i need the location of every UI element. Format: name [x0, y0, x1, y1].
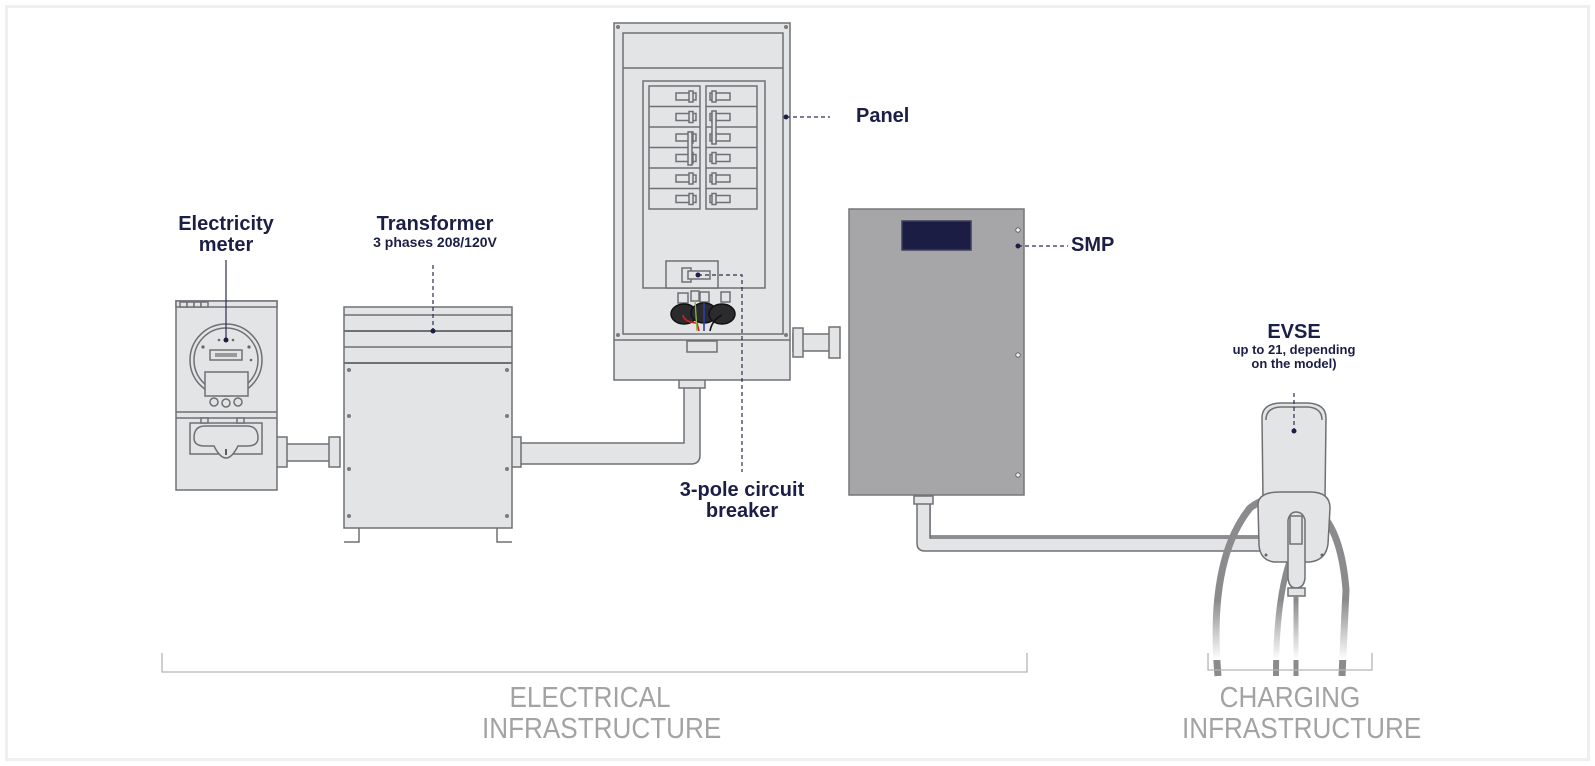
breaker-switch: [675, 112, 697, 122]
label-evse: EVSE up to 21, depending on the model): [1214, 322, 1374, 370]
breaker-tie-bar: [711, 110, 717, 145]
group-label-charging-infrastructure: CHARGING INFRASTRUCTURE: [1182, 682, 1422, 746]
cable-fade: [1205, 600, 1355, 660]
breaker-handle: [711, 90, 717, 103]
evse-charger: [1212, 402, 1350, 677]
breaker-switch: [709, 92, 731, 101]
breaker-switch: [709, 194, 731, 204]
breaker-switch: [675, 174, 697, 183]
callout-lines: [225, 116, 1295, 472]
smp-unit: [848, 208, 1025, 496]
breaker-switch: [709, 133, 731, 142]
evse-subtitle-line1: up to 21, depending: [1232, 342, 1356, 357]
transformer-title: Transformer: [376, 213, 494, 235]
transformer: [343, 306, 513, 543]
breaker-grid: [648, 85, 758, 210]
breaker-switch: [675, 194, 697, 204]
breaker-switch: [709, 174, 731, 183]
dot-meter: [223, 337, 229, 343]
electrical-panel: [613, 22, 791, 381]
label-smp: SMP: [1071, 234, 1115, 256]
breaker-handle: [688, 90, 694, 103]
bracket-charging: [1207, 653, 1373, 671]
conduit-meter-transformer: [275, 436, 341, 468]
group-label-electrical-infrastructure: ELECTRICAL INFRASTRUCTURE: [482, 682, 722, 746]
dot-panel: [783, 114, 789, 120]
transformer-subtitle: 3 phases 208/120V: [373, 234, 497, 250]
meter-title-line2: meter: [198, 234, 254, 256]
charging-group-line2: INFRASTRUCTURE: [1182, 713, 1422, 746]
charging-group-line1: CHARGING: [1219, 682, 1361, 714]
breaker-handle: [688, 110, 694, 124]
terminal-block: [670, 290, 736, 332]
label-panel: Panel: [856, 105, 910, 127]
electricity-meter: [175, 300, 278, 491]
breaker-handle: [688, 172, 694, 185]
conduit-smp-evse: [913, 495, 1263, 552]
label-3-pole-breaker: 3-pole circuit breaker: [672, 480, 812, 522]
label-transformer: Transformer 3 phases 208/120V: [350, 214, 520, 250]
dot-smp: [1015, 243, 1021, 249]
breaker-handle: [688, 192, 694, 206]
breaker-tie-bar: [687, 131, 693, 166]
meter-title-line1: Electricity: [178, 213, 274, 235]
conduit-transformer-panel: [508, 377, 706, 468]
breaker-switch: [675, 153, 697, 163]
breaker-title-line1: 3-pole circuit: [679, 479, 805, 501]
bracket-electrical: [161, 653, 1028, 673]
breaker-handle: [711, 192, 717, 206]
dot-transformer: [430, 328, 436, 334]
breaker-title-line2: breaker: [705, 500, 779, 522]
label-electricity-meter: Electricity meter: [160, 214, 292, 256]
breaker-switch: [709, 112, 731, 122]
leader-breaker: [698, 274, 743, 472]
breaker-handle: [711, 151, 717, 165]
electrical-group-line2: INFRASTRUCTURE: [482, 713, 722, 746]
evse-title: EVSE: [1267, 321, 1321, 343]
breaker-handle: [711, 172, 717, 185]
breaker-switch: [675, 92, 697, 101]
callout-dots: [223, 114, 1297, 434]
conduit-panel-smp: [792, 326, 841, 359]
breaker-switch: [675, 133, 697, 142]
dot-evse: [1291, 428, 1297, 434]
breaker-switch: [709, 153, 731, 163]
electrical-group-line1: ELECTRICAL: [509, 682, 671, 714]
dot-breaker: [695, 272, 701, 278]
evse-subtitle-line2: on the model): [1251, 355, 1337, 371]
